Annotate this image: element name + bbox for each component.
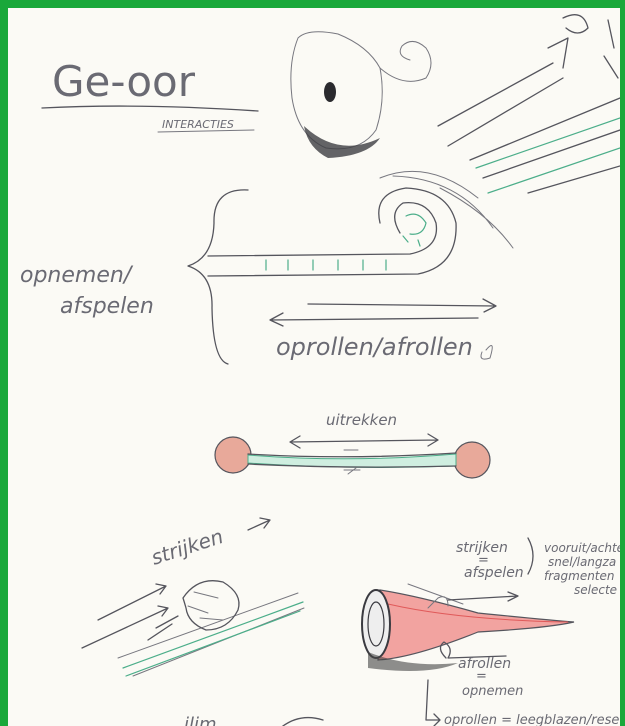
roll-label-curl — [481, 346, 492, 360]
note-bracket — [528, 538, 533, 574]
sketch-subtitle: INTERACTIES — [162, 118, 234, 131]
note-record: opnemen — [462, 684, 523, 699]
ear-sketch — [291, 32, 431, 158]
note-options-4: selecte — [574, 583, 617, 597]
roll-sketch — [208, 171, 513, 276]
record-label-line2: afspelen — [60, 294, 154, 319]
stretch-arrow — [290, 434, 438, 448]
title-underline — [42, 106, 258, 111]
stretch-label: uitrekken — [326, 411, 397, 429]
hand-stroke-sketch — [82, 581, 304, 676]
note-equals-2: = — [476, 669, 487, 684]
roll-label: oprollen/afrollen — [276, 333, 473, 361]
roll-arrows — [270, 299, 496, 326]
brace — [188, 190, 248, 364]
note-play: afspelen — [464, 565, 524, 581]
record-label-line1: opnemen/ — [20, 263, 134, 288]
bottom-fragment — [278, 718, 323, 726]
note-bottom: oprollen = leegblazen/rese — [444, 713, 619, 726]
bottom-arrow — [426, 680, 440, 726]
note-options-1: vooruit/achte — [544, 541, 620, 555]
note-cut: ilim — [184, 714, 217, 726]
note-options-2: snel/langza — [548, 555, 616, 569]
sketch-paper: Ge-oor INTERACTIES opnemen/ afspelen opr — [8, 8, 620, 726]
stretch-sketch — [215, 437, 490, 478]
sketch-title: Ge-oor — [52, 57, 196, 106]
stroke-label: strijken — [148, 524, 226, 570]
note-options-3: fragmenten — [544, 569, 615, 583]
sketch-drawing: Ge-oor INTERACTIES opnemen/ afspelen opr — [8, 8, 620, 726]
stroke-arrow — [248, 518, 270, 530]
sound-lines-sketch — [438, 15, 620, 193]
